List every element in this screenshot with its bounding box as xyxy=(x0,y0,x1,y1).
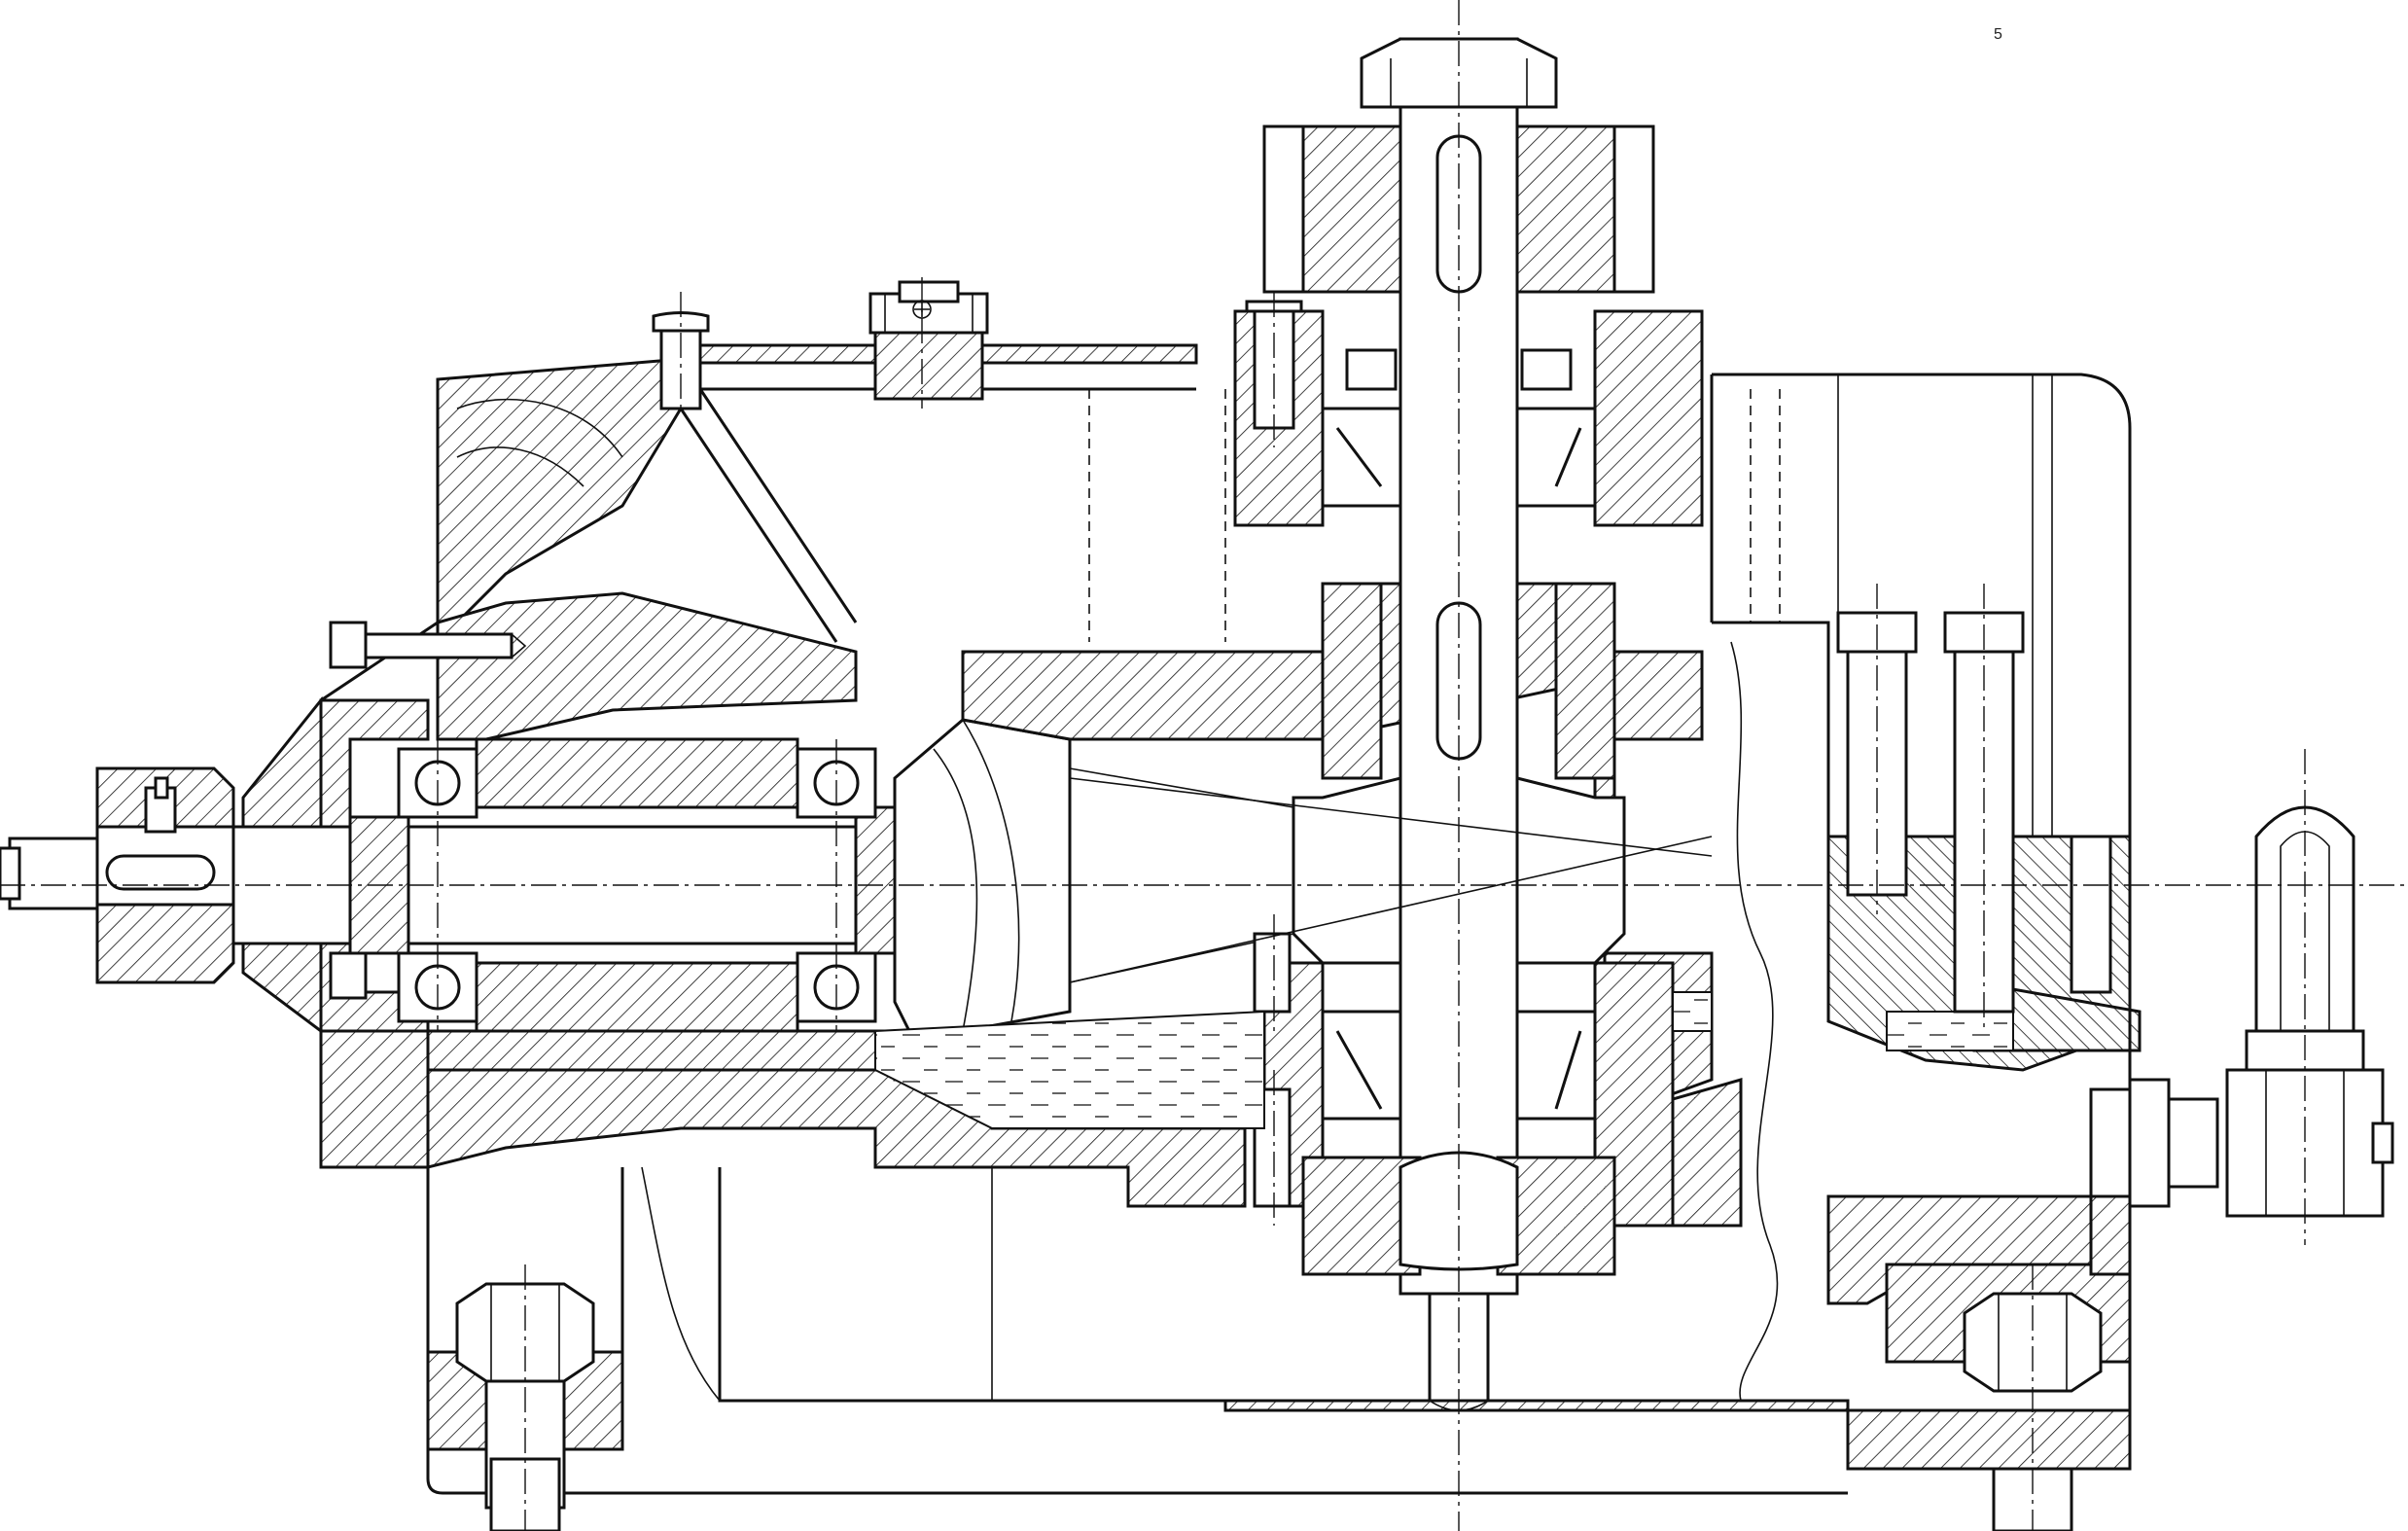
inspection-cover xyxy=(652,280,1198,410)
oil-sump xyxy=(874,991,2014,1129)
corner-mark: 5 xyxy=(1994,26,2002,43)
output-shaft-assembly xyxy=(1233,37,1704,1296)
bevel-pinion xyxy=(893,718,1294,1043)
hidden-lines xyxy=(1088,389,1781,642)
bevel-gear xyxy=(961,582,1704,800)
housing-outline xyxy=(319,358,2132,1495)
